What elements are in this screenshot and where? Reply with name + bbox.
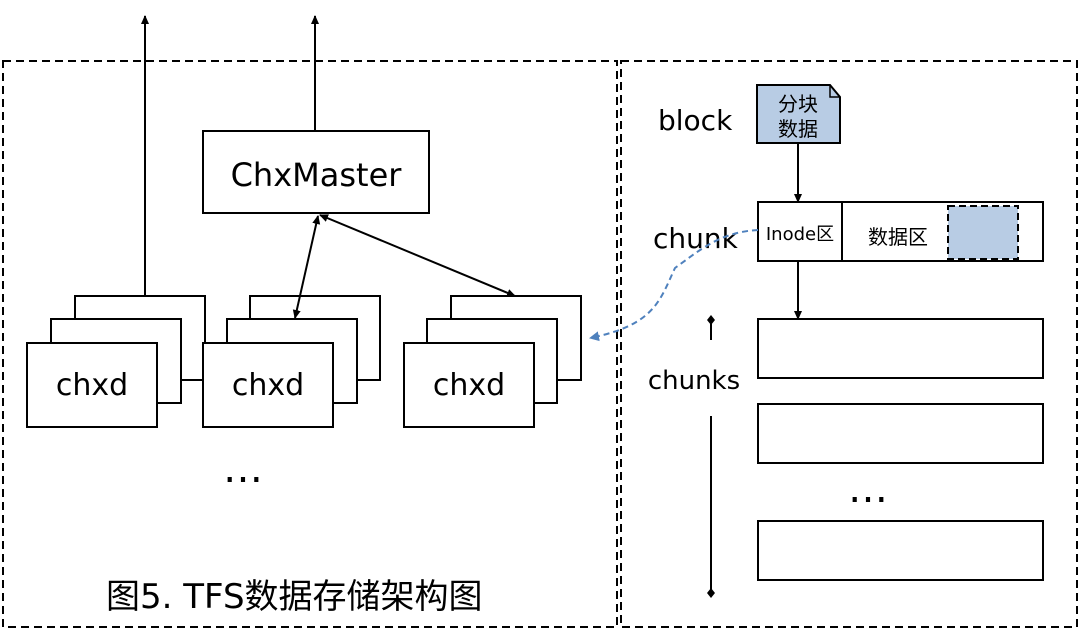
block-doc-line2: 数据	[778, 117, 818, 141]
block-doc-line1: 分块	[778, 92, 818, 116]
chxd-label-1: chxd	[56, 368, 128, 403]
chxd-label-2: chxd	[232, 368, 304, 403]
right-panel-frame	[620, 60, 1078, 628]
chxmaster-node: ChxMaster	[202, 130, 430, 214]
left-ellipsis: …	[223, 446, 263, 492]
chunk-row-2	[757, 403, 1044, 464]
chxd-label-3: chxd	[433, 368, 505, 403]
figure-caption: 图5. TFS数据存储架构图	[106, 577, 483, 617]
right-ellipsis: …	[848, 466, 888, 512]
inode-to-chxd-link	[589, 229, 759, 342]
chunk-structure: Inode区 数据区	[757, 201, 1044, 262]
chunk-label: chunk	[653, 222, 739, 255]
block-label: block	[658, 104, 733, 137]
chxd-stack-2: chxd	[202, 295, 381, 428]
chunk-row-1	[757, 318, 1044, 379]
chxd-stack-3: chxd	[403, 295, 582, 428]
master-chxd3-arrow	[319, 214, 516, 297]
data-area-label: 数据区	[868, 225, 928, 249]
data-area-highlight	[947, 205, 1019, 260]
chxmaster-label: ChxMaster	[231, 156, 403, 194]
block-document-icon: 分块 数据	[756, 84, 841, 144]
left-panel-frame	[2, 60, 618, 628]
master-chxd2-arrow	[292, 215, 321, 319]
chunk-row-last	[757, 520, 1044, 581]
chunks-range-indicator	[707, 315, 715, 598]
chxd-stack-1: chxd	[26, 295, 206, 428]
inode-area-label: Inode区	[766, 224, 834, 245]
chunks-label: chunks	[648, 366, 740, 396]
